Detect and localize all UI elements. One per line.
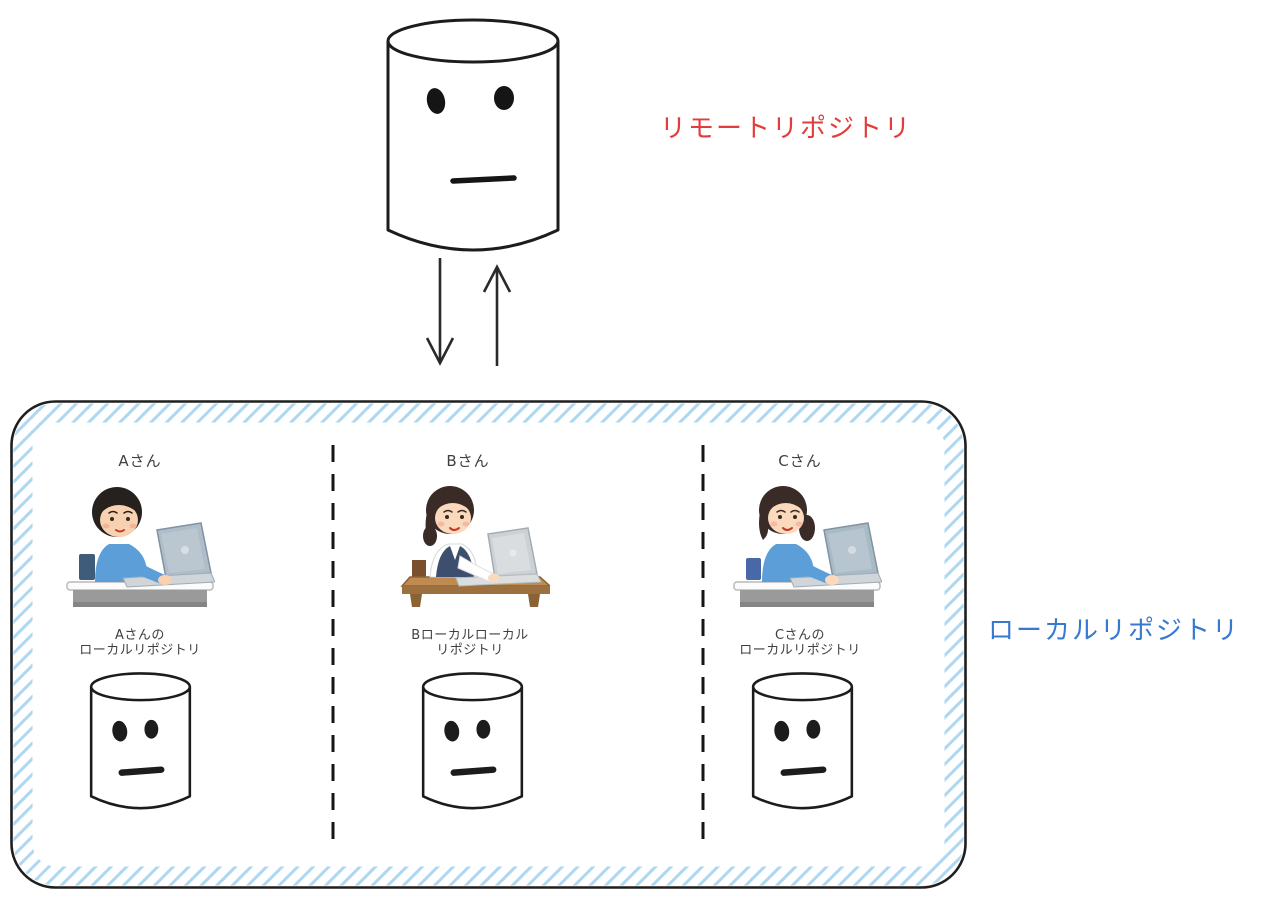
person-b-illustration: [400, 486, 550, 607]
person-a-label: Aさん: [118, 452, 162, 470]
arrow-up-icon: [482, 264, 512, 366]
local-repo-c-label: Cさんの ローカルリポジトリ: [739, 628, 861, 659]
local-repos-box: Aさん Aさんの ローカルリポジトリ: [10, 400, 967, 889]
local-repo-a-cylinder-icon: [89, 670, 192, 820]
arrow-down-icon: [425, 258, 455, 366]
person-c-label: Cさん: [778, 452, 822, 470]
local-repo-group-label: ローカルリポジトリ: [988, 616, 1241, 646]
local-repo-b-cylinder-icon: [421, 670, 524, 820]
person-b-label: Bさん: [446, 452, 490, 470]
remote-repo-cylinder-icon: [386, 18, 560, 252]
remote-repo-label: リモートリポジトリ: [660, 114, 913, 144]
local-repo-a-label: Aさんの ローカルリポジトリ: [79, 628, 201, 659]
local-repo-c-cylinder-icon: [751, 670, 854, 820]
person-c-illustration: [733, 486, 882, 607]
local-repos-box-border: [10, 400, 967, 889]
person-a-illustration: [66, 487, 215, 607]
sync-arrows: [425, 258, 512, 366]
local-repo-b-label: Bローカルローカル リポジトリ: [411, 628, 529, 659]
